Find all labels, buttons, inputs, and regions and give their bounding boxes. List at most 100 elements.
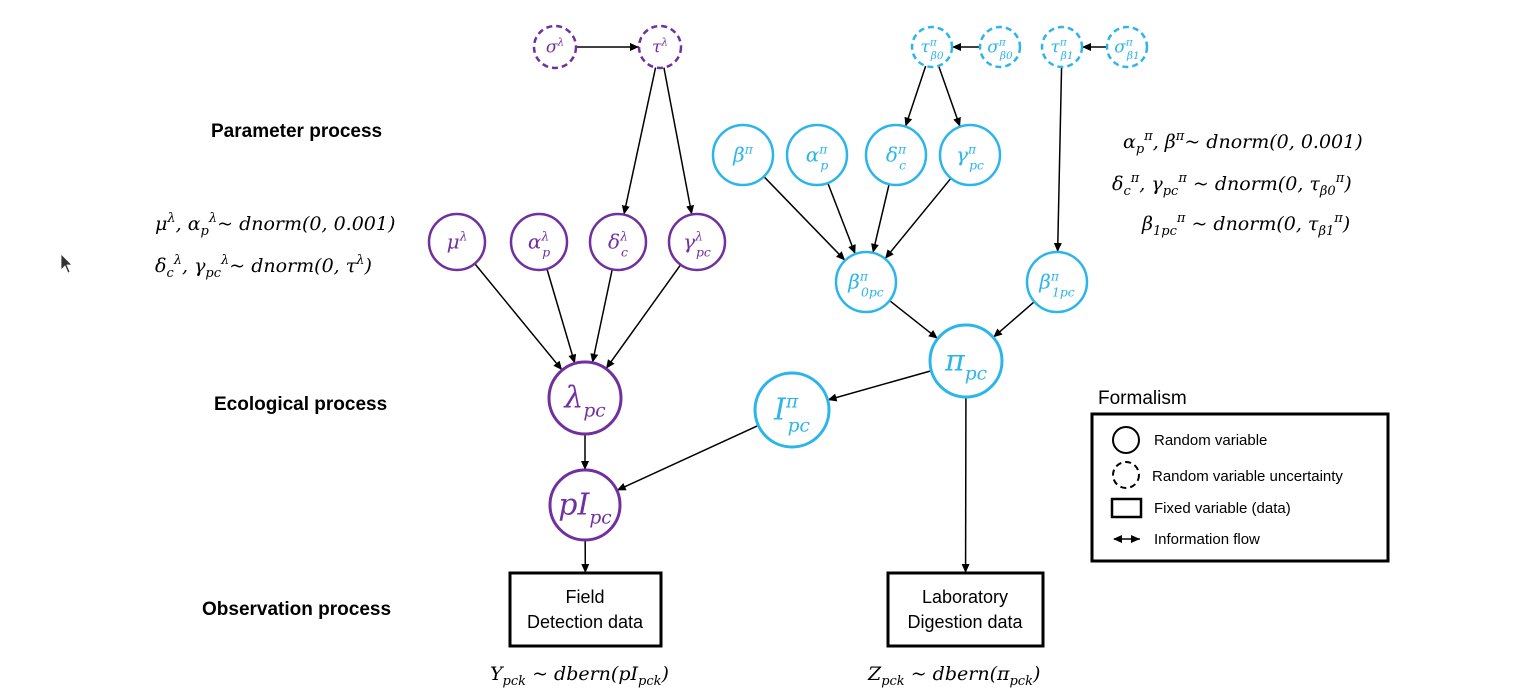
node-label: σλ [546, 37, 564, 58]
node-label: βπ [732, 141, 754, 166]
node-label: πpc [944, 344, 988, 385]
node-circle [637, 24, 683, 70]
edge-alpha-lambda-to-lambda-pc [546, 268, 577, 364]
edge-pi-pc-to-I-pc [827, 370, 932, 402]
edge-delta-lambda-to-lambda-pc [590, 269, 613, 363]
solid-circle-icon [1112, 426, 1140, 454]
node-circle [1040, 25, 1084, 69]
node-circle [711, 123, 775, 187]
node-circle [785, 123, 849, 187]
section-observation: Observation process [202, 599, 391, 620]
node-pI-pc: pIpc [548, 468, 622, 542]
edge-gamma-lambda-to-lambda-pc [605, 264, 682, 370]
section-parameter: Parameter process [211, 121, 382, 142]
edge-tau-b1-to-beta1-pc [1053, 66, 1063, 253]
equation-field-observation: Ypck ~ dbern(pIpck) [490, 663, 669, 689]
edge-mu-lambda-to-lambda-pc [474, 263, 563, 371]
equation-lambda-random: δcλ, γpcλ~ dnorm(0, τλ) [155, 253, 372, 281]
node-circle [1025, 250, 1089, 314]
node-label: τλ [652, 37, 668, 58]
legend-item-fixed-variable: Fixed variable (data) [1154, 500, 1291, 517]
node-lambda-pc: λpc [547, 360, 623, 436]
node-circle [834, 250, 898, 314]
lab-box-line2: Digestion data [907, 612, 1023, 632]
legend-title: Formalism [1098, 388, 1187, 409]
node-circle [588, 212, 648, 272]
node-mu-lambda: μλ [427, 212, 487, 272]
lab-box-line1: Laboratory [922, 587, 1008, 607]
node-circle [938, 123, 1002, 187]
equation-lambda-fixed: μλ, αpλ~ dnorm(0, 0.001) [155, 211, 395, 239]
node-circle [910, 25, 954, 69]
legend-item-information-flow: Information flow [1154, 531, 1260, 548]
node-circle [1105, 25, 1149, 69]
rectangle-icon [1110, 497, 1143, 519]
edge-tau-lambda-to-gamma-lambda [663, 67, 695, 215]
edge-tau-b0-to-delta-pi [904, 65, 927, 127]
node-circle [532, 24, 578, 70]
field-box-line2: Detection data [527, 612, 644, 632]
node-circle [753, 371, 831, 449]
section-ecological: Ecological process [214, 394, 387, 415]
edge-gamma-pi-to-beta0-pc [884, 177, 952, 260]
field-data-box: Field Detection data [508, 571, 663, 648]
node-label: pIpc [558, 488, 612, 529]
edge-beta-pi-to-beta0-pc [763, 176, 846, 261]
node-circle [427, 212, 487, 272]
equation-lab-observation: Zpck ~ dbern(πpck) [867, 663, 1040, 689]
edge-beta0-pc-to-pi-pc [889, 300, 939, 340]
legend-item-uncertainty: Random variable uncertainty [1152, 468, 1343, 485]
node-circle [547, 360, 623, 436]
edge-beta1-pc-to-pi-pc [992, 301, 1035, 338]
legend-item-random-variable: Random variable [1154, 432, 1267, 449]
node-label: μλ [447, 228, 468, 253]
node-pi-pc: πpc [928, 323, 1004, 399]
legend-frame [1090, 412, 1390, 563]
equation-pi-fixed: αpπ, βπ~ dnorm(0, 0.001) [1123, 129, 1363, 157]
node-circle [864, 123, 928, 187]
edge-tau-lambda-to-delta-lambda [621, 67, 657, 215]
dashed-circle-icon [1112, 461, 1140, 489]
edge-alpha-pi-to-beta0-pc [827, 182, 856, 255]
edge-I-pc-to-pI-pc [616, 424, 759, 492]
node-sigma-lambda: σλ [532, 24, 578, 70]
equation-pi-random: δcπ, γpcπ ~ dnorm(0, τβ0π) [1112, 171, 1352, 199]
node-circle [548, 468, 622, 542]
node-tau-lambda: τλ [637, 24, 683, 70]
equation-beta1: β1pcπ ~ dnorm(0, τβ1π) [1141, 211, 1350, 239]
edge-delta-pi-to-beta0-pc [871, 184, 890, 253]
legend: Formalism Random variable Random variabl… [1090, 388, 1390, 563]
node-circle [509, 212, 569, 272]
node-label: λpc [563, 381, 606, 422]
node-circle [928, 323, 1004, 399]
edge-tau-b0-to-gamma-pi [937, 65, 961, 127]
node-beta-pi: βπ [711, 123, 775, 187]
field-box-line1: Field [565, 587, 604, 607]
